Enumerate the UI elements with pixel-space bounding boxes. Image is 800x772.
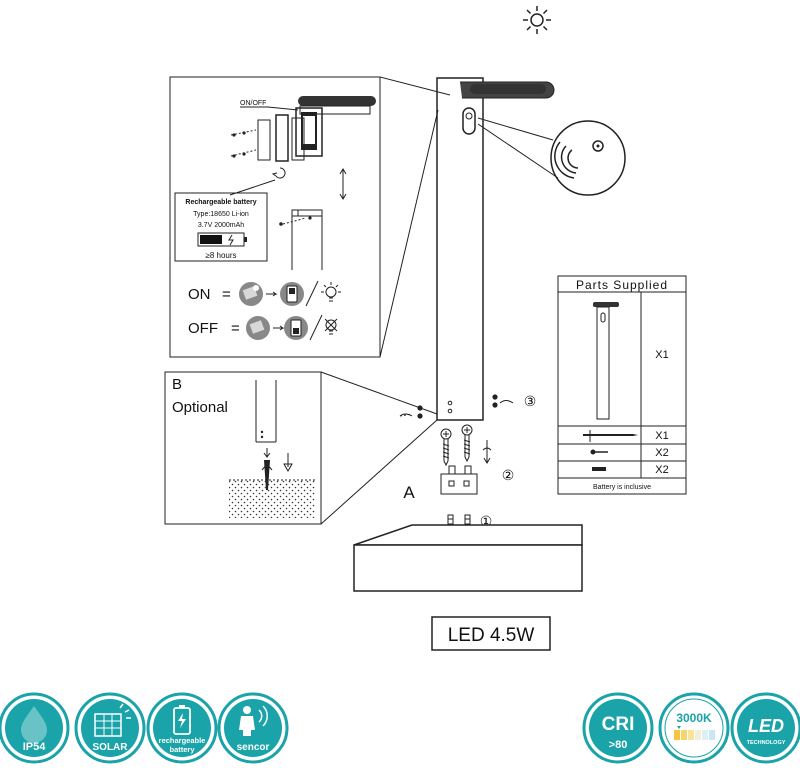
battery-runtime: ≥8 hours: [205, 251, 236, 260]
badge-rechargeable-battery: rechargeable battery: [146, 692, 218, 764]
qty-spike: X1: [655, 430, 668, 442]
bracket-screws: ②: [440, 424, 515, 483]
battery-badge-line1: rechargeable: [159, 736, 206, 745]
battery-inclusive-note: Battery is inclusive: [593, 484, 651, 491]
battery-info-box: Rechargeable battery Type:18650 Li-ion 3…: [174, 192, 268, 262]
off-label: OFF: [188, 320, 218, 337]
qty-bollard: X1: [655, 349, 668, 361]
ip-rating-text: IP54: [23, 741, 47, 753]
battery-title: Rechargeable battery: [185, 199, 256, 206]
battery-charge-icon: [173, 705, 191, 735]
parts-table-title: Parts Supplied: [576, 278, 668, 292]
badge-solar: SOLAR: [74, 692, 146, 764]
pole-bottom-detail: [255, 380, 277, 443]
bulb-off-icon: [324, 318, 338, 335]
off-row: OFF =: [188, 314, 338, 341]
optional-panel: B Optional: [164, 371, 438, 525]
detail-panel: ON/OFF Rechargeable battery: [169, 76, 451, 358]
part-bollard-light: [593, 302, 619, 420]
led-text: LED: [748, 716, 784, 736]
parts-table: Parts Supplied X1 X1 X2 X2 Battery is in…: [557, 275, 687, 495]
step-3-label: ③: [524, 393, 537, 409]
svg-text:=: =: [231, 320, 240, 337]
screw-rotate-arrow-icon: [482, 440, 492, 464]
switch-off-icon: [284, 316, 308, 340]
battery-badge-line2: battery: [169, 745, 195, 754]
power-label-box: LED 4.5W: [431, 616, 551, 651]
sun-icon: [523, 6, 551, 34]
optional-label: Optional: [172, 399, 228, 416]
bulb-lit-icon: [321, 282, 341, 302]
step-2-label: ②: [502, 467, 515, 483]
svg-text:=: =: [222, 286, 231, 303]
badge-ip54: IP54: [0, 692, 70, 764]
badge-led-technology: LED TECHNOLOGY: [730, 692, 800, 764]
switch-on-icon: [280, 282, 304, 306]
switch-label: ON/OFF: [240, 100, 266, 107]
rotate-arrow-icon: [271, 167, 286, 179]
part-screw: [590, 449, 608, 455]
solar-panel-icon: [94, 703, 131, 737]
label-b: B: [172, 376, 182, 393]
badge-cri: CRI >80: [582, 692, 654, 764]
battery-holder: [230, 114, 305, 162]
cri-text: CRI: [602, 714, 635, 735]
sensor-text: sencor: [237, 742, 270, 753]
led-technology-text: TECHNOLOGY: [747, 740, 786, 746]
power-label: LED 4.5W: [448, 625, 535, 646]
pole-detail: [279, 209, 323, 270]
solar-panel-dark-icon: [246, 316, 270, 340]
mounting-bracket: A: [403, 465, 478, 502]
qty-screw: X2: [655, 447, 668, 459]
sensor-callout: [477, 117, 626, 196]
down-arrow-icon: [283, 453, 293, 473]
part-ground-spike: [583, 430, 638, 442]
qty-plug: X2: [655, 464, 668, 476]
on-label: ON: [188, 286, 211, 303]
badge-color-temperature: 3000K: [658, 692, 730, 764]
motion-sensor-icon: [554, 140, 604, 179]
label-a: A: [403, 483, 415, 502]
concrete-base: [353, 524, 583, 592]
cri-value-text: >80: [609, 739, 628, 751]
battery-spec: 3.7V 2000mAh: [198, 222, 244, 229]
person-sensor-icon: [239, 705, 268, 736]
battery-level-icon: [197, 232, 247, 247]
detail-lamp-head: [295, 96, 376, 157]
on-row: ON =: [188, 280, 341, 307]
cct-text: 3000K: [676, 711, 712, 725]
battery-type: Type:18650 Li-ion: [193, 211, 249, 218]
part-wall-plug: [592, 467, 606, 471]
color-temperature-scale-icon: [674, 726, 715, 740]
side-fixing-screws: ③: [399, 393, 537, 419]
solar-text: SOLAR: [93, 742, 129, 753]
badge-sensor: sencor: [217, 692, 289, 764]
up-down-arrow-icon: [339, 168, 347, 200]
ground-soil: [229, 479, 315, 518]
main-bollard: [436, 77, 555, 421]
solar-panel-sun-icon: [239, 282, 263, 306]
